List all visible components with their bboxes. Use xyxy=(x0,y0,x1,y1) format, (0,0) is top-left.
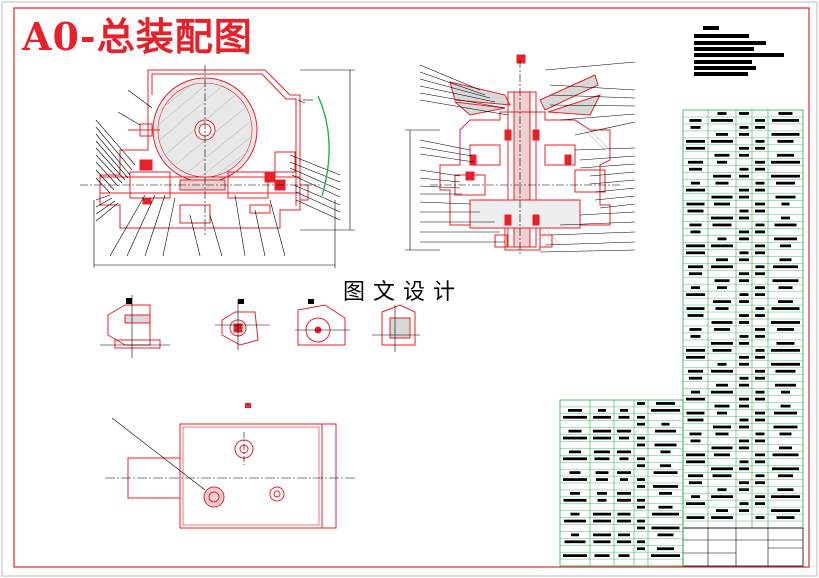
technical-notes xyxy=(694,26,784,76)
top-view-housing xyxy=(127,403,337,529)
front-view-assembly xyxy=(99,69,309,229)
detail-view-3 xyxy=(295,299,350,346)
detail-view-1 xyxy=(100,295,170,358)
annotation-curve xyxy=(317,95,330,197)
watermark-text: 图文设计 xyxy=(343,280,464,305)
parts-list-table xyxy=(682,109,804,567)
drawing-frame xyxy=(13,7,810,568)
detail-view-4 xyxy=(372,304,420,352)
detail-view-2 xyxy=(215,299,270,350)
top-view-centerlines xyxy=(105,417,355,491)
drawing-title: A0-总装配图 xyxy=(22,14,253,59)
section-view-handwheel xyxy=(439,54,611,251)
front-view-centerlines xyxy=(80,65,355,268)
parts-list-table-lower xyxy=(559,399,684,567)
section-view-leaders xyxy=(405,60,636,255)
